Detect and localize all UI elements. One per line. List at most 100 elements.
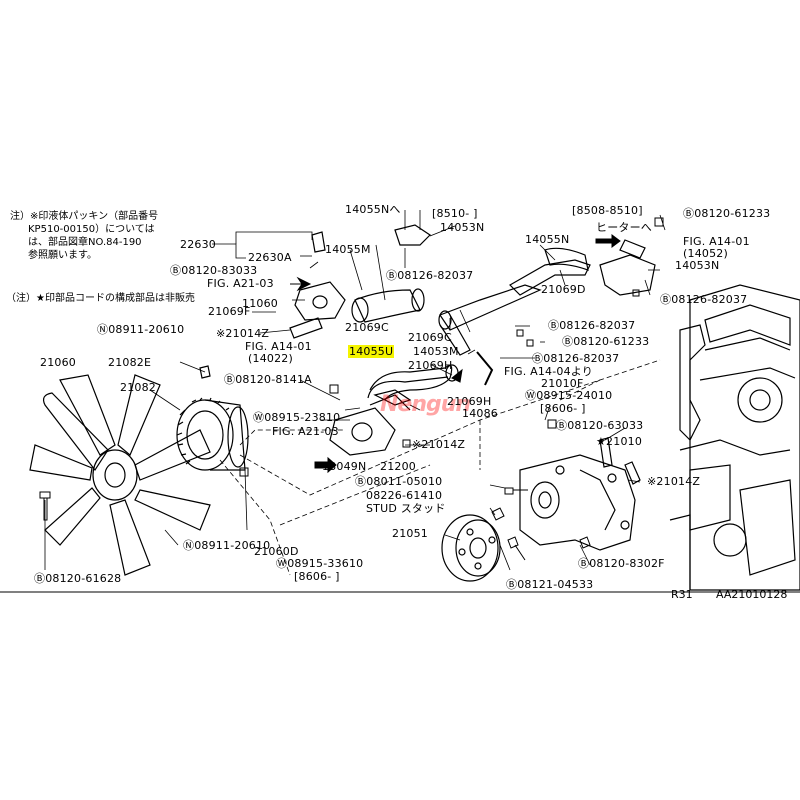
- diagram-code: AA21010128: [716, 588, 788, 601]
- circle-w-icon: Ⓦ: [253, 411, 265, 424]
- circle-b-icon: Ⓑ: [355, 475, 367, 488]
- label-08120-61233-a[interactable]: Ⓑ08120-61233: [683, 207, 771, 220]
- label-heater: ヒーターへ: [596, 221, 652, 234]
- label-13049n[interactable]: 13049N: [322, 460, 367, 473]
- label-21060[interactable]: 21060: [40, 356, 76, 369]
- circle-b-icon: Ⓑ: [532, 352, 544, 365]
- label-21010f[interactable]: 21010F: [541, 377, 584, 390]
- label-21069c-b[interactable]: 21069C: [408, 331, 452, 344]
- label-21069c-a[interactable]: 21069C: [345, 321, 389, 334]
- thermostat-housing: [329, 394, 411, 456]
- label-08126-82037-d[interactable]: Ⓑ08126-82037: [532, 352, 620, 365]
- label-21014z-c[interactable]: ※21014Z: [647, 475, 701, 488]
- label-21060d[interactable]: 21060D: [254, 545, 299, 558]
- label-22630[interactable]: 22630: [180, 238, 216, 251]
- label-21082e[interactable]: 21082E: [108, 356, 152, 369]
- lower-hose: [367, 364, 459, 406]
- note-line-1: 注）※印液体パッキン（部品番号: [10, 211, 159, 222]
- watermark-logo: Nengun: [380, 392, 471, 417]
- label-14055u[interactable]: 14055U: [348, 345, 395, 358]
- label-fig-a21-03-b[interactable]: FIG. A21-03: [272, 425, 339, 438]
- label-21069f[interactable]: 21069F: [208, 305, 251, 318]
- circle-n-icon: Ⓝ: [183, 539, 195, 552]
- label-08121-04533[interactable]: Ⓑ08121-04533: [506, 578, 594, 591]
- label-08120-63033[interactable]: Ⓑ08120-63033: [556, 419, 644, 432]
- label-14055n-b[interactable]: 14055N: [525, 233, 570, 246]
- circle-b-icon: Ⓑ: [386, 269, 398, 282]
- label-8510: [8510- ]: [432, 207, 478, 220]
- label-14055m-a[interactable]: 14055M: [325, 243, 371, 256]
- label-08915-23810[interactable]: Ⓦ08915-23810: [253, 411, 341, 424]
- label-08915-33610[interactable]: Ⓦ08915-33610: [276, 557, 364, 570]
- circle-w-icon: Ⓦ: [276, 557, 288, 570]
- label-21014z-a[interactable]: ※21014Z: [216, 327, 270, 340]
- upper-hoses: [199, 224, 656, 379]
- label-fig-a14-04[interactable]: FIG. A14-04より: [504, 365, 593, 378]
- dashed-lines: [219, 359, 661, 576]
- circle-b-icon: Ⓑ: [548, 319, 560, 332]
- label-08915-24010[interactable]: Ⓦ08915-24010: [525, 389, 613, 402]
- label-08120-8302f[interactable]: Ⓑ08120-8302F: [578, 557, 665, 570]
- label-08120-61628[interactable]: Ⓑ08120-61628: [34, 572, 122, 585]
- label-fig-a14-01-a[interactable]: FIG. A14-01: [683, 235, 750, 248]
- label-08126-82037-c[interactable]: Ⓑ08126-82037: [548, 319, 636, 332]
- label-21051[interactable]: 21051: [392, 527, 428, 540]
- highlighted-part-number: 14055U: [348, 345, 395, 358]
- note-line-5: （注）★印部品コードの構成部品は非販売: [6, 293, 195, 304]
- circle-b-icon: Ⓑ: [660, 293, 672, 306]
- engine-block: [669, 284, 800, 591]
- label-08120-8141a[interactable]: Ⓑ08120-8141A: [224, 373, 312, 386]
- leader-lines: [44, 210, 666, 571]
- label-08120-61233-b[interactable]: Ⓑ08120-61233: [562, 335, 650, 348]
- label-08911-20610-b[interactable]: Ⓝ08911-20610: [183, 539, 271, 552]
- bolts: [39, 217, 664, 561]
- label-11060[interactable]: 11060: [242, 297, 278, 310]
- arrows: [290, 234, 621, 474]
- label-22630a[interactable]: 22630A: [248, 251, 292, 264]
- note-line-2: KP510-00150）については: [28, 224, 155, 235]
- label-21069h-a[interactable]: 21069H: [408, 359, 453, 372]
- label-14053m[interactable]: 14053M: [413, 345, 459, 358]
- label-08226-61410[interactable]: 08226-61410: [366, 489, 443, 502]
- fan-clutch: [176, 397, 249, 471]
- circle-b-icon: Ⓑ: [562, 335, 574, 348]
- label-21014z-b[interactable]: ※21014Z: [412, 438, 466, 451]
- circle-b-icon: Ⓑ: [556, 419, 568, 432]
- label-14022: (14022): [248, 352, 293, 365]
- label-21069h-b[interactable]: 21069H: [447, 395, 492, 408]
- label-21082[interactable]: 21082: [120, 381, 156, 394]
- note-line-4: 参照願います。: [28, 250, 97, 261]
- label-08911-20610-a[interactable]: Ⓝ08911-20610: [97, 323, 185, 336]
- circle-n-icon: Ⓝ: [97, 323, 109, 336]
- circle-w-icon: Ⓦ: [525, 389, 537, 402]
- label-fig-a21-03-a[interactable]: FIG. A21-03: [207, 277, 274, 290]
- label-14055n-he[interactable]: 14055Nへ: [345, 203, 401, 216]
- label-14052: (14052): [683, 247, 728, 260]
- label-08120-83033[interactable]: Ⓑ08120-83033: [170, 264, 258, 277]
- label-21200[interactable]: 21200: [380, 460, 416, 473]
- label-08126-82037-b[interactable]: Ⓑ08126-82037: [660, 293, 748, 306]
- label-14053n-a[interactable]: 14053N: [440, 221, 485, 234]
- circle-b-icon: Ⓑ: [34, 572, 46, 585]
- label-21069d[interactable]: 21069D: [541, 283, 586, 296]
- label-08011-05010[interactable]: Ⓑ08011-05010: [355, 475, 443, 488]
- label-14086[interactable]: 14086: [462, 407, 498, 420]
- circle-b-icon: Ⓑ: [683, 207, 695, 220]
- pump-pulley: [441, 514, 501, 582]
- label-8508-8510: [8508-8510]: [572, 204, 643, 217]
- circle-b-icon: Ⓑ: [578, 557, 590, 570]
- circle-b-icon: Ⓑ: [224, 373, 236, 386]
- note-line-3: は、部品図章NO.84-190: [28, 237, 142, 248]
- label-21010[interactable]: ★21010: [596, 435, 643, 448]
- circle-b-icon: Ⓑ: [506, 578, 518, 591]
- water-pump: [519, 437, 641, 551]
- label-8606-b: [8606- ]: [294, 570, 340, 583]
- model-code: R31: [671, 588, 693, 601]
- label-14053n-b[interactable]: 14053N: [675, 259, 720, 272]
- circle-b-icon: Ⓑ: [170, 264, 182, 277]
- label-fig-a14-01-b[interactable]: FIG. A14-01: [245, 340, 312, 353]
- label-8606-a: [8606- ]: [540, 402, 586, 415]
- label-stud: STUD スタッド: [366, 502, 446, 515]
- label-08126-82037-a[interactable]: Ⓑ08126-82037: [386, 269, 474, 282]
